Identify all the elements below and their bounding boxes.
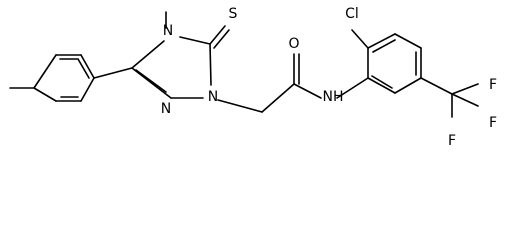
thione-bond-b <box>213 29 230 49</box>
atom-label-f2: F <box>489 115 497 131</box>
p-tolyl-ring <box>9 54 95 102</box>
aryl-double-bond-c <box>371 75 393 89</box>
chemical-structure-diagram: N N N S O NH Cl F F F <box>9 6 498 149</box>
ch2-bond-b <box>261 83 295 113</box>
triazole-bond-3 <box>209 43 212 86</box>
tolyl-bond-6 <box>33 54 57 89</box>
cf3-f-bond-lower-right <box>451 93 479 107</box>
triazole-bond-5 <box>131 67 172 99</box>
cf3-f-bond-right <box>451 83 479 95</box>
molecule-drawing: N N N S O NH Cl F F F <box>9 6 497 149</box>
aryl-double-bond-a <box>372 39 396 53</box>
atom-label-f1: F <box>489 77 497 93</box>
aryl-bond-5 <box>394 77 422 94</box>
atom-label-sulfur: S <box>229 6 238 22</box>
tolyl-double-bond-c <box>77 58 90 79</box>
triazole-ring <box>93 11 230 99</box>
atom-label-n1: N <box>208 89 218 105</box>
chloro-bond <box>351 29 369 49</box>
aryl-bond-2 <box>367 33 396 49</box>
aryl-bond-6 <box>367 77 396 94</box>
aryl-to-triazole-bond <box>93 67 133 79</box>
atom-label-chlorine: Cl <box>345 6 359 22</box>
atom-label-f3: F <box>448 133 456 149</box>
triazole-double-bond <box>135 69 167 93</box>
amide-linker <box>217 53 322 113</box>
atom-label-n2: N <box>161 101 171 117</box>
triazole-bond-2 <box>179 36 211 45</box>
atom-label-nh: NH <box>323 89 344 105</box>
tolyl-bond-3 <box>80 77 95 102</box>
thione-bond-a <box>209 25 226 45</box>
atom-label-oxygen: O <box>288 36 299 52</box>
atom-label-n-methyl: N <box>163 23 173 39</box>
amide-bond <box>293 83 322 99</box>
ch2-bond-a <box>217 99 263 113</box>
triazole-bond-1 <box>131 40 165 69</box>
aryl-bond-3 <box>394 33 422 49</box>
chloro-trifluoromethyl-phenyl-ring <box>336 29 479 118</box>
tolyl-bond-4 <box>80 54 95 79</box>
n-to-aryl-bond <box>336 77 369 99</box>
tolyl-bond-1 <box>33 87 57 102</box>
cf3-bond <box>420 77 453 95</box>
